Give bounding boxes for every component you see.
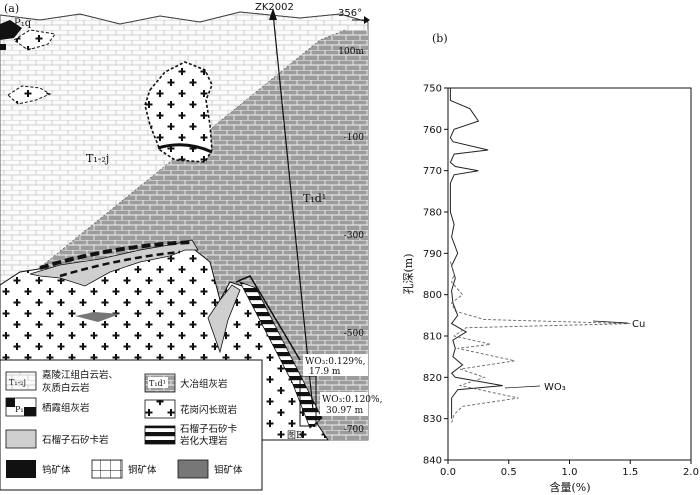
legend-swatch-skarn [5,429,37,449]
topography [0,11,369,25]
x-axis-ticks: 0.0 0.5 1.0 1.5 2.0 [440,460,699,478]
azimuth-label: 356° [338,8,362,19]
legend-swatch-granite [144,399,176,419]
panel-b-label: (b) [432,32,448,45]
svg-text:图B: 图B [287,430,303,441]
svg-text:T₁d¹: T₁d¹ [149,379,166,388]
legend-text-granite: 花岗闪长斑岩 [180,404,237,416]
skarn-lens [207,284,241,354]
legend-text-cu-ore: 铜矿体 [128,464,157,476]
svg-text:P₁q: P₁q [15,405,29,414]
y-tick-label: 800 [423,290,442,301]
svg-text:-700: -700 [344,425,364,435]
legend-text-t1d: 大冶组灰岩 [180,378,228,390]
legend: T₁-₂j 嘉陵江组白云岩、 灰质白云岩 T₁d¹ 大冶组灰岩 P₁q 栖霞组灰… [0,359,263,491]
wo3-label: WO₃ [544,382,566,393]
svg-text:灰质白云岩: 灰质白云岩 [42,382,90,394]
y-axis-ticks: 750 760 770 780 790 800 810 820 830 840 [423,84,448,467]
legend-text-pq: 栖霞组灰岩 [42,402,90,414]
azimuth-arrow-icon [364,16,370,24]
legend-text-w-ore: 钨矿体 [42,464,71,476]
granite-dyke [144,61,213,163]
y-tick-label: 790 [423,249,442,260]
y-tick-label: 820 [423,373,442,384]
t1d-label: T₁d¹ [303,192,326,205]
depth-marks: 100m -100 -300 -500 -700 [338,47,364,435]
svg-text:30.97 m: 30.97 m [326,406,364,416]
legend-text-skarn: 石榴子石矽卡岩 [42,434,109,446]
x-axis-label: 含量(%) [549,480,590,494]
legend-text-t1j: 嘉陵江组白云岩、 [42,369,118,381]
y-axis-label: 孔深(m) [402,253,415,294]
legend-swatch-cu-ore [91,459,123,479]
drill-hole-label: ZK2002 [255,2,294,13]
svg-text:岩化大理岩: 岩化大理岩 [180,435,228,447]
svg-text:T₁-₂j: T₁-₂j [9,378,26,387]
pq-label: P₁q [14,18,32,29]
legend-swatch-t1j [5,371,37,391]
svg-text:-100: -100 [344,133,364,143]
x-tick-label: 0.0 [440,467,456,478]
depth-profile-chart: 750 760 770 780 790 800 810 820 830 840 0.0 0.5 1.0… [423,84,699,479]
molybdenum-lens [75,312,120,322]
y-tick-label: 780 [423,208,442,219]
svg-text:100m: 100m [338,47,364,57]
legend-text-marble: 石榴子石矽卡 [180,423,238,435]
svg-text:-300: -300 [344,231,364,241]
drill-arrow-icon [269,8,277,20]
cu-label: Cu [632,319,645,330]
y-tick-label: 810 [423,332,442,343]
y-tick-label: 760 [423,125,442,136]
y-tick-label: 830 [423,414,442,425]
ore-annotations: WO₃:0.129%, 17.9 m WO₃:0.120%, 30.97 m 图… [287,354,382,441]
marble-band [39,240,193,270]
series-line-cu [449,261,631,423]
y-tick-label: 750 [423,84,442,95]
svg-text:-500: -500 [344,329,364,339]
plot-frame [447,87,692,461]
small-dyke [7,85,52,105]
x-tick-label: 0.5 [501,467,517,478]
drill-hole [272,12,314,411]
x-tick-label: 1.0 [562,467,578,478]
legend-swatch-w-ore [6,460,36,478]
panel-a-label: (a) [4,2,19,15]
svg-text:WO₃:0.120%,: WO₃:0.120%, [322,395,382,405]
pq-limestone [0,20,22,40]
legend-swatch-mo-ore [177,459,209,479]
y-tick-label: 840 [423,456,442,467]
series-lines [449,88,631,423]
series-line-wo3 [449,88,503,419]
svg-text:17.9 m: 17.9 m [309,367,341,377]
legend-swatch-marble [144,425,176,445]
x-tick-label: 1.5 [622,467,638,478]
y-tick-label: 770 [423,166,442,177]
svg-text:WO₃:0.129%,: WO₃:0.129%, [305,357,365,367]
x-tick-label: 2.0 [683,467,699,478]
legend-text-mo-ore: 钼矿体 [214,464,243,476]
t1j-label: T₁-₂j [86,152,109,165]
